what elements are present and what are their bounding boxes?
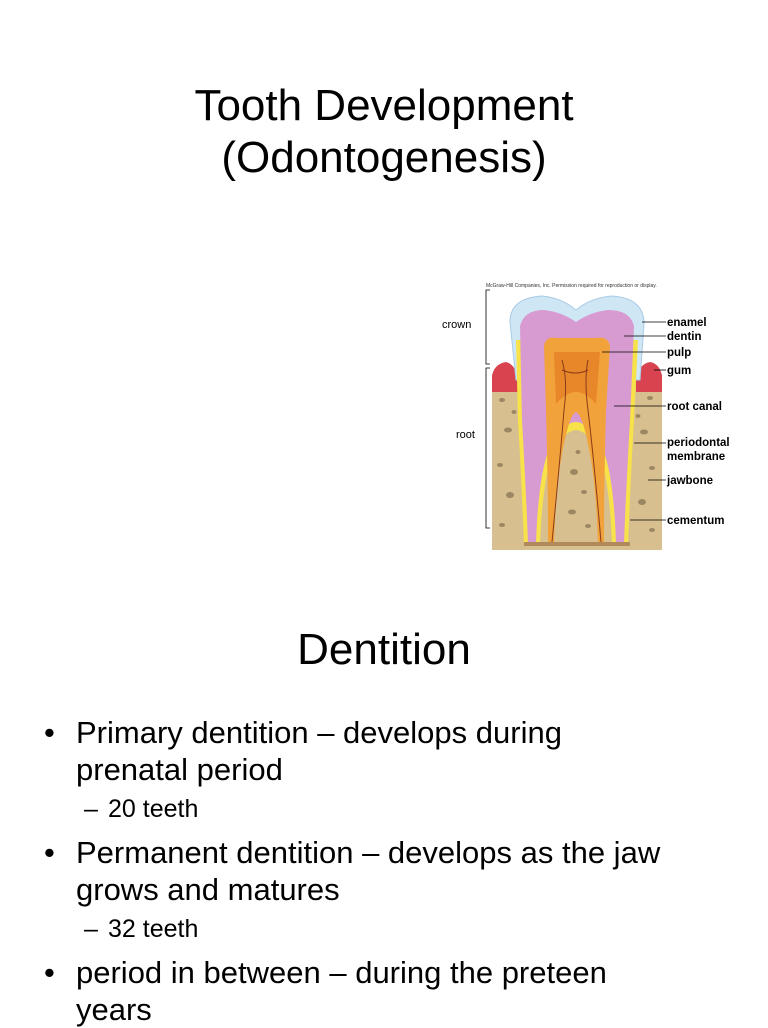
pulp-nerves (551, 359, 602, 543)
title-line-2: (Odontogenesis) (221, 133, 547, 182)
label-gum: gum (667, 365, 691, 377)
region-brackets (485, 289, 490, 529)
label-periodontal: periodontal (667, 437, 730, 449)
bullet-text-line1: Permanent dentition – develops as the ja… (76, 835, 661, 870)
sub-bullet-permanent-count: – 32 teeth (42, 914, 752, 944)
label-dentin: dentin (667, 331, 702, 343)
bullet-permanent: • Permanent dentition – develops as the … (42, 834, 752, 908)
sub-bullet-text: 32 teeth (108, 915, 199, 943)
leader-lines (602, 321, 666, 521)
bullet-glyph: • (44, 835, 55, 870)
label-pulp: pulp (667, 347, 691, 359)
bullet-text-line1: Primary dentition – develops during (76, 715, 562, 750)
label-crown: crown (442, 319, 471, 331)
bullet-in-between: • period in between – during the preteen… (42, 954, 752, 1028)
gum-left (492, 362, 518, 392)
copyright-notice: McGraw-Hill Companies, Inc. Permission r… (486, 283, 657, 289)
dash-glyph: – (84, 915, 98, 943)
label-root: root (456, 429, 475, 441)
title-line-1: Tooth Development (194, 81, 574, 130)
section-title: Dentition (297, 625, 471, 674)
slide-title: Tooth Development (Odontogenesis) (0, 80, 768, 184)
gum-right (636, 362, 662, 392)
label-enamel: enamel (667, 317, 707, 329)
jawbone-texture (497, 396, 655, 532)
bullet-glyph: • (44, 955, 55, 990)
bullet-text-line2: grows and matures (76, 872, 340, 907)
dash-glyph: – (84, 795, 98, 823)
bullet-text-line1: period in between – during the preteen (76, 955, 607, 990)
label-membrane: membrane (667, 451, 725, 463)
tooth-anatomy-figure: McGraw-Hill Companies, Inc. Permission r… (442, 283, 730, 550)
root-canal-base (524, 542, 630, 546)
bullet-list: • Primary dentition – develops during pr… (42, 714, 752, 1028)
bullet-primary: • Primary dentition – develops during pr… (42, 714, 752, 788)
sub-bullet-text: 20 teeth (108, 795, 199, 823)
label-cementum: cementum (667, 515, 725, 527)
sub-bullet-primary-count: – 20 teeth (42, 794, 752, 824)
bullet-glyph: • (44, 715, 55, 750)
bullet-text-line2: prenatal period (76, 752, 283, 787)
label-jawbone: jawbone (666, 475, 713, 487)
label-root-canal: root canal (667, 401, 722, 413)
bullet-text-line2: years (76, 992, 152, 1027)
